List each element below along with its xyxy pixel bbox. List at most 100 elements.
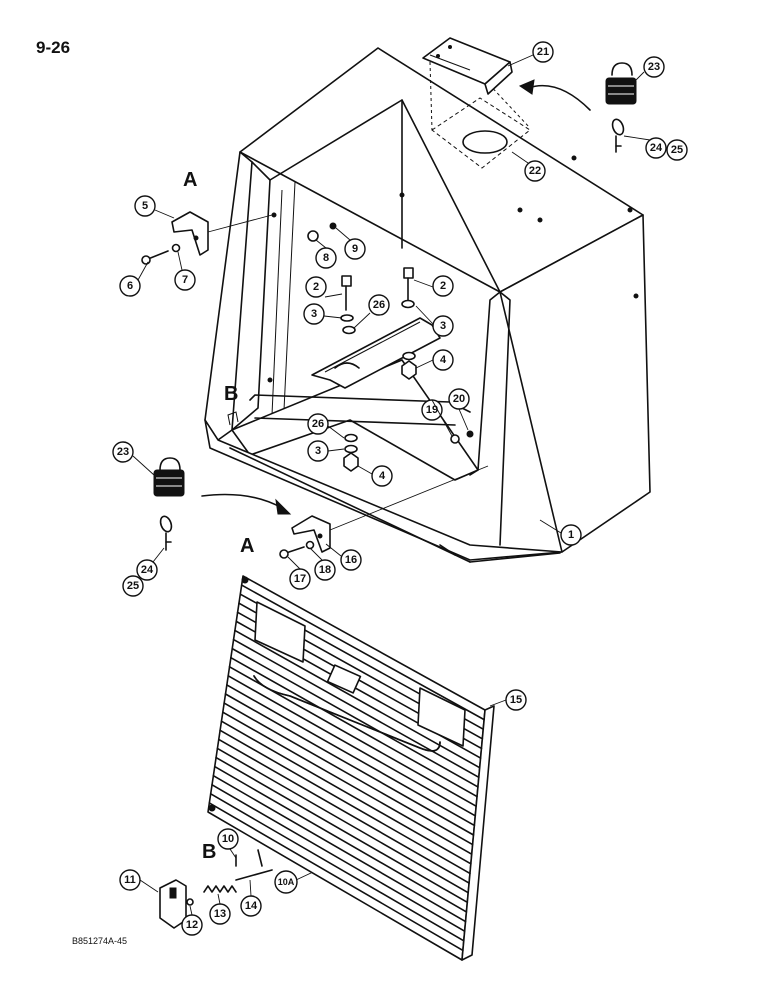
grille-slat xyxy=(240,584,485,721)
grille-slat xyxy=(226,684,476,827)
grille-slat xyxy=(209,793,465,942)
key-icon xyxy=(611,118,625,153)
callout-15: 15 xyxy=(505,689,527,711)
callout-26: 26 xyxy=(368,294,390,316)
svg-text:19: 19 xyxy=(426,404,438,416)
callout-2: 2 xyxy=(305,276,327,298)
callout-19: 19 xyxy=(421,399,443,421)
svg-text:2: 2 xyxy=(313,281,319,293)
callout-23: 23 xyxy=(112,441,134,463)
svg-text:8: 8 xyxy=(323,252,329,264)
grille-slat xyxy=(211,783,466,932)
svg-text:16: 16 xyxy=(345,554,357,566)
bolt xyxy=(279,540,315,559)
svg-text:24: 24 xyxy=(650,142,663,154)
page-number: 9-26 xyxy=(36,38,71,57)
svg-text:20: 20 xyxy=(453,393,465,405)
callout-25: 25 xyxy=(666,139,688,161)
svg-text:1: 1 xyxy=(568,529,574,541)
svg-text:6: 6 xyxy=(127,280,133,292)
svg-text:5: 5 xyxy=(142,200,148,212)
svg-text:22: 22 xyxy=(529,165,541,177)
svg-text:9: 9 xyxy=(352,243,358,255)
callout-7: 7 xyxy=(174,269,196,291)
callout-4: 4 xyxy=(371,465,393,487)
grille-slat xyxy=(222,711,473,856)
svg-text:26: 26 xyxy=(373,299,385,311)
grille-slat xyxy=(213,765,468,913)
callout-26: 26 xyxy=(307,413,329,435)
grille-slat xyxy=(212,774,467,923)
svg-text:3: 3 xyxy=(315,445,321,457)
grille-slat xyxy=(223,702,474,846)
svg-text:25: 25 xyxy=(671,144,683,156)
svg-text:23: 23 xyxy=(117,446,129,458)
figure-code: B851274A-45 xyxy=(72,936,128,946)
svg-text:17: 17 xyxy=(294,573,306,585)
callout-16: 16 xyxy=(340,549,362,571)
callout-24: 24 xyxy=(645,137,667,159)
callout-6: 6 xyxy=(119,275,141,297)
grille-slat xyxy=(234,629,481,769)
callout-3: 3 xyxy=(432,315,454,337)
callout-20: 20 xyxy=(448,388,470,410)
svg-text:14: 14 xyxy=(245,900,258,912)
callout-4: 4 xyxy=(432,349,454,371)
grille-slat xyxy=(208,802,464,952)
grille-slat xyxy=(230,656,478,798)
svg-text:10: 10 xyxy=(222,833,234,845)
svg-text:3: 3 xyxy=(440,320,446,332)
grille-slat xyxy=(220,720,472,865)
top-plate-bracket xyxy=(422,37,513,95)
callout-12: 12 xyxy=(181,914,203,936)
callout-11: 11 xyxy=(119,869,141,891)
callout-8: 8 xyxy=(315,247,337,269)
grille-slat xyxy=(216,747,469,894)
svg-text:3: 3 xyxy=(311,308,317,320)
svg-text:4: 4 xyxy=(379,470,386,482)
callout-23: 23 xyxy=(643,56,665,78)
svg-text:23: 23 xyxy=(648,61,660,73)
callout-10: 10 xyxy=(217,828,239,850)
callout-13: 13 xyxy=(209,903,231,925)
svg-text:24: 24 xyxy=(141,564,154,576)
ref-letter-b: B xyxy=(224,383,238,405)
callout-21: 21 xyxy=(532,41,554,63)
grille-slat xyxy=(232,638,480,779)
ref-letter-a: A xyxy=(183,169,197,191)
callout-14: 14 xyxy=(240,895,262,917)
callout-3: 3 xyxy=(307,440,329,462)
callout-24: 24 xyxy=(136,559,158,581)
svg-text:12: 12 xyxy=(186,919,198,931)
callout-9: 9 xyxy=(344,238,366,260)
svg-text:26: 26 xyxy=(312,418,324,430)
grille-slat xyxy=(231,647,479,788)
grille-slat xyxy=(219,729,471,875)
svg-text:13: 13 xyxy=(214,908,226,920)
grille-slat xyxy=(217,738,470,884)
latch-bracket-lower xyxy=(291,515,331,553)
padlock-icon xyxy=(605,62,637,105)
svg-text:4: 4 xyxy=(440,354,447,366)
key-icon xyxy=(159,515,173,551)
svg-text:18: 18 xyxy=(319,564,331,576)
grille-panel xyxy=(207,575,495,961)
svg-text:15: 15 xyxy=(510,694,522,706)
svg-text:21: 21 xyxy=(537,46,549,58)
padlock-icon xyxy=(153,457,185,497)
callout-22: 22 xyxy=(524,160,546,182)
svg-text:25: 25 xyxy=(127,580,139,592)
svg-text:7: 7 xyxy=(182,274,188,286)
svg-text:11: 11 xyxy=(124,874,136,886)
callout-18: 18 xyxy=(314,559,336,581)
callout-10a: 10A xyxy=(274,870,298,894)
grille-slat xyxy=(227,675,477,817)
svg-text:10A: 10A xyxy=(278,877,295,887)
callout-25: 25 xyxy=(122,575,144,597)
callout-5: 5 xyxy=(134,195,156,217)
bolt xyxy=(141,243,181,265)
svg-text:2: 2 xyxy=(440,280,446,292)
housing-box xyxy=(204,47,651,563)
latch-bracket-upper xyxy=(171,211,209,256)
